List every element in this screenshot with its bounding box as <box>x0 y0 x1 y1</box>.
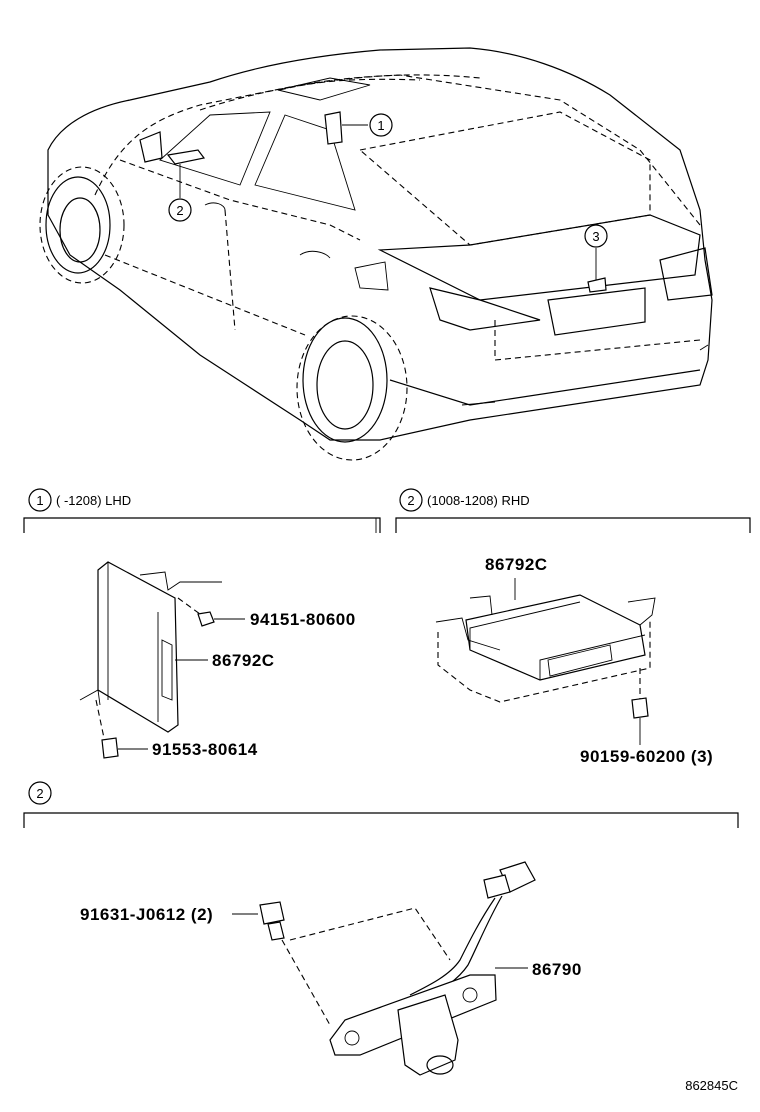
section-1-header: ( -1208) LHD <box>56 493 131 508</box>
section-2-number-circle <box>399 488 423 512</box>
part-label-86792C-rhd[interactable]: 86792C <box>485 555 548 574</box>
callout-3-label: 3 <box>592 229 599 244</box>
diagram-code: 862845C <box>685 1078 738 1093</box>
section-3-number-circle <box>28 781 52 805</box>
callout-1-circle <box>369 113 393 137</box>
callout-2-label: 2 <box>176 203 183 218</box>
part-label-90159-60200[interactable]: 90159-60200 (3) <box>580 747 713 766</box>
section-3-camera: 2 91631-J0612 (2) 86790 <box>23 781 739 1076</box>
section-2-header: (1008-1208) RHD <box>427 493 530 508</box>
callout-3-circle <box>584 224 608 248</box>
part-label-86792C-lhd[interactable]: 86792C <box>212 651 275 670</box>
car-overview-illustration: 1 2 3 <box>39 47 713 461</box>
section-3-number: 2 <box>36 786 43 801</box>
part-label-86790[interactable]: 86790 <box>532 960 582 979</box>
part-label-94151-80600[interactable]: 94151-80600 <box>250 610 356 629</box>
part-label-91553-80614[interactable]: 91553-80614 <box>152 740 258 759</box>
part-label-91631-J0612[interactable]: 91631-J0612 (2) <box>80 905 213 924</box>
section-1-lhd: 1 ( -1208) LHD 94151-80600 86792C 91553-… <box>23 488 381 759</box>
section-2-number: 2 <box>407 493 414 508</box>
section-1-number-circle <box>28 488 52 512</box>
section-1-number: 1 <box>36 493 43 508</box>
callout-1-label: 1 <box>377 118 384 133</box>
callout-2-circle <box>168 198 192 222</box>
section-2-rhd: 2 (1008-1208) RHD 86792C 90159-60200 (3) <box>395 488 751 766</box>
